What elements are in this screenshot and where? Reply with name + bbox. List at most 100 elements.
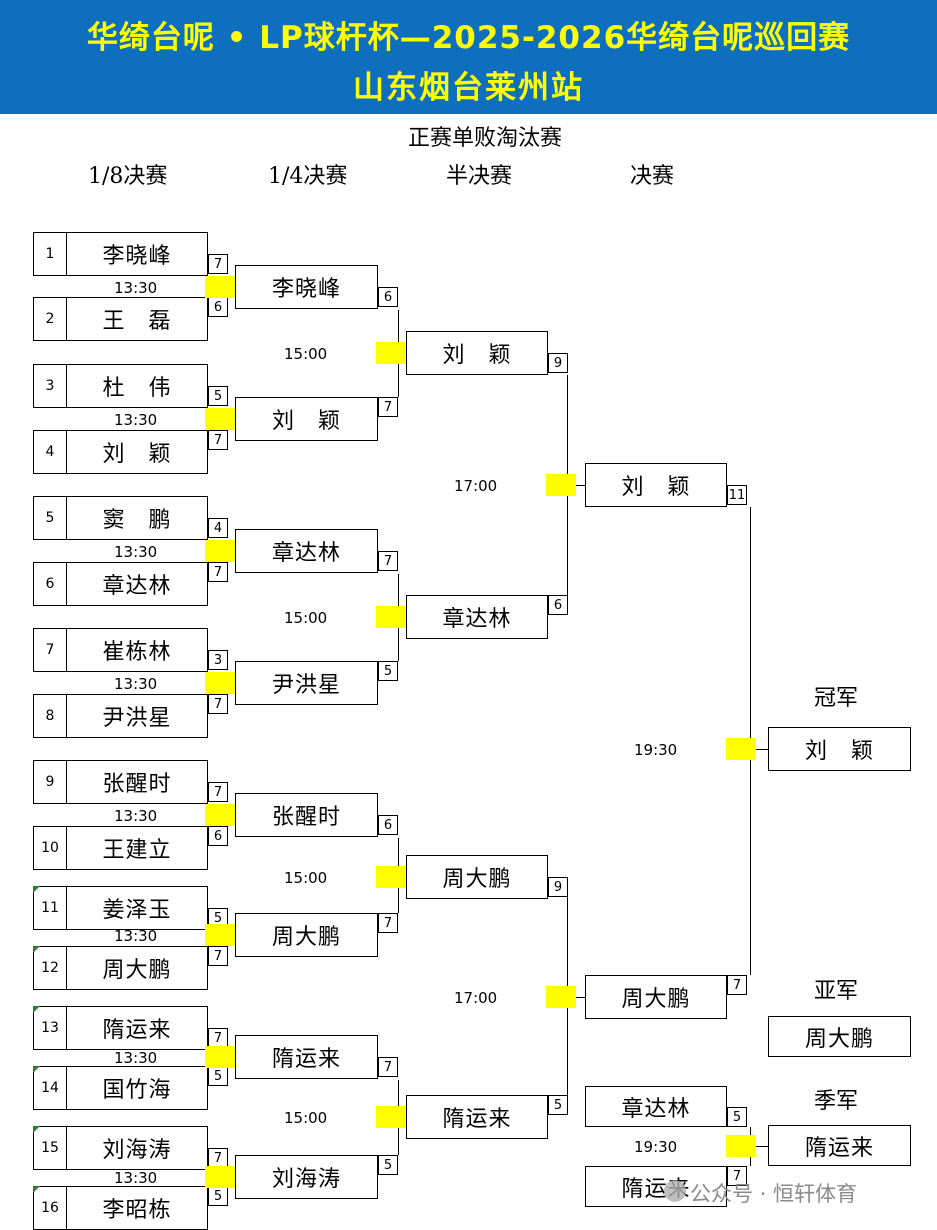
match-time: 17:00 (454, 989, 498, 1007)
bracket-line (750, 1146, 768, 1147)
match-marker (205, 276, 235, 298)
player-name: 张醒时 (235, 793, 378, 837)
player-name: 国竹海 (66, 1066, 208, 1110)
seed-number: 5 (33, 496, 67, 540)
watermark: 公众号 · 恒轩体育 (690, 1182, 858, 1206)
seed-number: 2 (33, 297, 67, 341)
player-name: 李晓峰 (66, 232, 208, 276)
player-name: 隋运来 (406, 1095, 548, 1139)
seed-number: 15 (33, 1126, 67, 1170)
match-marker (376, 866, 406, 888)
match-time: 15:00 (284, 609, 328, 627)
seed-marker-icon (33, 946, 40, 953)
player-name: 刘 颖 (406, 331, 548, 375)
seed-number: 7 (33, 628, 67, 672)
player-name: 隋运来 (66, 1006, 208, 1050)
player-name: 刘海涛 (235, 1155, 378, 1199)
bracket-line (750, 749, 768, 750)
match-score: 11 (727, 485, 747, 505)
match-score: 7 (208, 694, 228, 714)
match-score: 7 (208, 254, 228, 274)
player-name: 王建立 (66, 826, 208, 870)
player-name: 刘 颖 (235, 397, 378, 441)
tournament-title: 华绮台呢 • LP球杆杯—2025-2026华绮台呢巡回赛 (86, 20, 851, 56)
match-time: 13:30 (114, 279, 158, 297)
player-name: 姜泽玉 (66, 886, 208, 930)
match-score: 5 (727, 1107, 747, 1127)
match-marker (205, 804, 235, 826)
match-time: 15:00 (284, 869, 328, 887)
player-name: 崔栋林 (66, 628, 208, 672)
player-name: 章达林 (235, 529, 378, 573)
match-marker (205, 408, 235, 430)
player-name: 尹洪星 (66, 694, 208, 738)
match-score: 5 (378, 661, 398, 681)
seed-number: 16 (33, 1186, 67, 1230)
player-name: 张醒时 (66, 760, 208, 804)
round-qf-label: 1/4决赛 (268, 164, 348, 189)
match-time: 13:30 (114, 543, 158, 561)
match-time: 13:30 (114, 1049, 158, 1067)
match-score: 7 (208, 430, 228, 450)
match-marker (546, 986, 576, 1008)
seed-number: 13 (33, 1006, 67, 1050)
match-score: 7 (727, 975, 747, 995)
player-name: 杜 伟 (66, 364, 208, 408)
match-score: 7 (208, 946, 228, 966)
match-score: 7 (727, 1166, 747, 1186)
seed-marker-icon (33, 1186, 40, 1193)
seed-number: 11 (33, 886, 67, 930)
player-name: 王 磊 (66, 297, 208, 341)
bracket-subtitle: 正赛单败淘汰赛 (407, 126, 562, 151)
match-score: 5 (548, 1095, 568, 1115)
third-place-label: 季军 (814, 1089, 859, 1114)
seed-number: 6 (33, 562, 67, 606)
runner-up-name: 周大鹏 (768, 1016, 911, 1057)
player-name: 章达林 (585, 1086, 727, 1127)
match-score: 9 (548, 353, 568, 373)
round-sf-label: 半决赛 (446, 164, 513, 189)
match-score: 6 (378, 287, 398, 307)
match-marker (205, 924, 235, 946)
seed-number: 10 (33, 826, 67, 870)
match-marker (726, 1135, 756, 1157)
match-score: 6 (208, 297, 228, 317)
match-time: 13:30 (114, 675, 158, 693)
match-time: 13:30 (114, 807, 158, 825)
seed-marker-icon (33, 1006, 40, 1013)
runner-up-label: 亚军 (814, 979, 859, 1004)
player-name: 李晓峰 (235, 265, 378, 309)
match-score: 7 (208, 782, 228, 802)
match-score: 7 (378, 1057, 398, 1077)
match-marker (546, 474, 576, 496)
match-score: 6 (208, 826, 228, 846)
seed-marker-icon (33, 1066, 40, 1073)
match-score: 5 (208, 908, 228, 928)
player-name: 尹洪星 (235, 661, 378, 705)
player-name: 周大鹏 (235, 913, 378, 957)
player-name: 章达林 (66, 562, 208, 606)
match-time: 19:30 (634, 1138, 678, 1156)
match-score: 7 (378, 913, 398, 933)
header-banner (0, 0, 937, 114)
player-name: 周大鹏 (585, 975, 727, 1019)
match-time: 13:30 (114, 927, 158, 945)
match-score: 7 (208, 1028, 228, 1048)
match-time: 15:00 (284, 1109, 328, 1127)
match-time: 15:00 (284, 345, 328, 363)
round-final-label: 决赛 (630, 164, 675, 189)
match-time: 17:00 (454, 477, 498, 495)
match-score: 5 (208, 1066, 228, 1086)
player-name: 李昭栋 (66, 1186, 208, 1230)
match-score: 6 (378, 815, 398, 835)
watermark-logo-icon (664, 1180, 686, 1202)
player-name: 刘海涛 (66, 1126, 208, 1170)
player-name: 周大鹏 (406, 855, 548, 899)
match-score: 7 (378, 551, 398, 571)
match-score: 4 (208, 518, 228, 538)
match-score: 6 (548, 595, 568, 615)
venue-title: 山东烟台莱州站 (353, 70, 584, 106)
seed-number: 4 (33, 430, 67, 474)
match-score: 5 (208, 386, 228, 406)
match-score: 7 (378, 397, 398, 417)
